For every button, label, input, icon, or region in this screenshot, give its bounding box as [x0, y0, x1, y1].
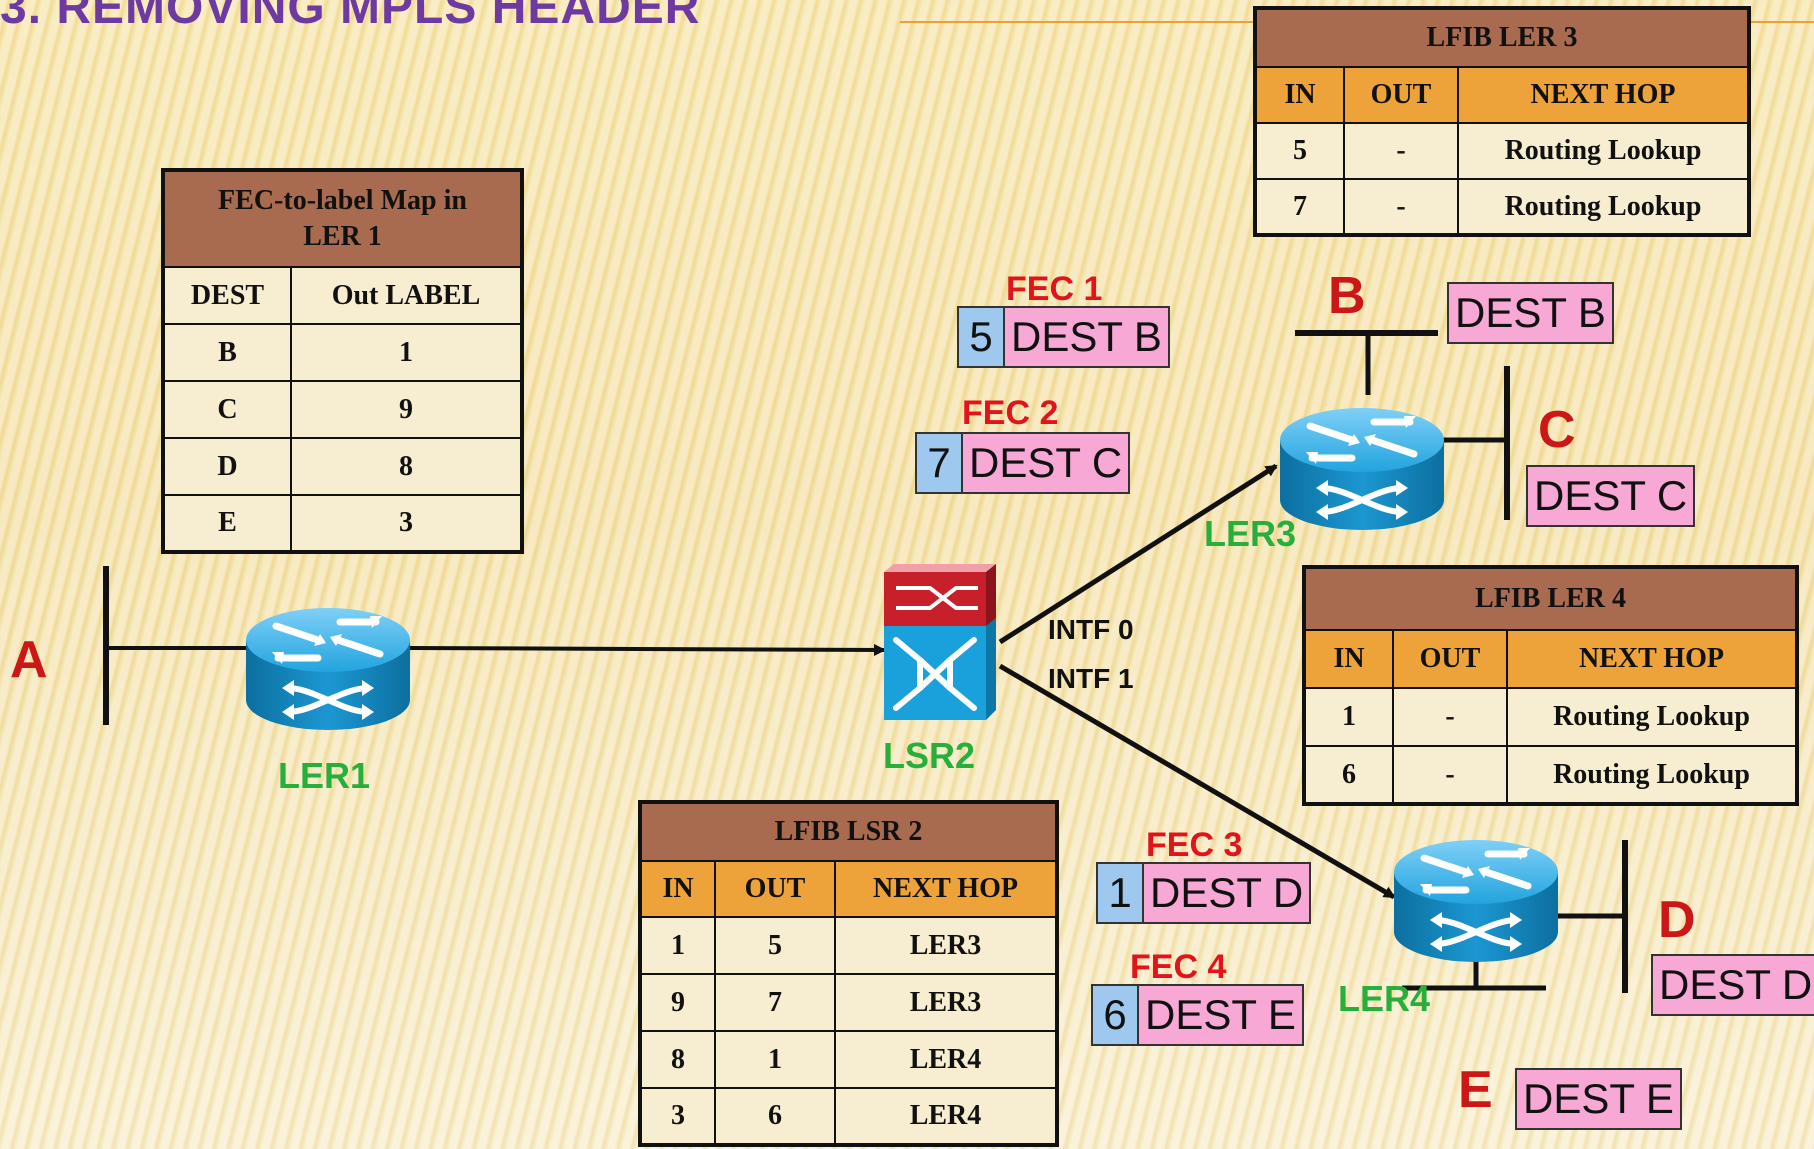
- lfib-cell: 7: [714, 973, 836, 1032]
- lfib-header: OUT: [714, 860, 836, 918]
- lfib-cell: Routing Lookup: [1506, 745, 1798, 805]
- lfib-header: NEXT HOP: [1457, 66, 1750, 124]
- lfib-cell: 3: [639, 1087, 716, 1146]
- node-label-ler1: LER1: [278, 755, 371, 796]
- lfib-cell: Routing Lookup: [1457, 122, 1750, 180]
- packet-label: 1: [1098, 864, 1144, 922]
- fec-label-2: FEC 2: [962, 394, 1059, 432]
- fec-map-header-dest: DEST: [162, 266, 292, 325]
- lfib-cell: 5: [1254, 122, 1345, 180]
- router-icon: [1394, 840, 1558, 962]
- dest-box-e: DEST E: [1515, 1068, 1682, 1130]
- packet-dest: DEST D: [1144, 864, 1310, 922]
- fec-map-cell: 8: [290, 437, 523, 496]
- link-ler1-lsr2: [407, 643, 886, 656]
- packet-dest: DEST E: [1139, 986, 1302, 1044]
- lfib-cell: 8: [639, 1030, 716, 1089]
- lfib-ler4-caption: LFIB LER 4: [1303, 566, 1798, 631]
- lfib-ler3-table: LFIB LER 3 IN OUT NEXT HOP 5-Routing Loo…: [1253, 6, 1751, 237]
- labeled-packet-3: 1 DEST D: [1096, 862, 1312, 924]
- lfib-cell: 1: [1303, 687, 1394, 747]
- router-icon: [246, 608, 410, 730]
- fec-map-cell: E: [162, 494, 292, 553]
- lfib-header: NEXT HOP: [834, 860, 1058, 918]
- endpoint-c: C: [1538, 401, 1576, 459]
- fec-to-label-table: FEC-to-label Map in LER 1 DEST Out LABEL…: [161, 168, 524, 554]
- lfib-cell: 1: [639, 916, 716, 975]
- link-lsr2-ler4: [998, 663, 1396, 900]
- endpoint-e: E: [1458, 1061, 1493, 1119]
- lfib-cell: 1: [714, 1030, 836, 1089]
- node-label-ler3: LER3: [1204, 513, 1297, 554]
- packet-dest: DEST C: [963, 434, 1129, 492]
- fec-map-cell: C: [162, 380, 292, 439]
- lfib-cell: LER3: [834, 973, 1058, 1032]
- lfib-header: OUT: [1343, 66, 1459, 124]
- atm-switch-icon: [884, 564, 996, 720]
- packet-label: 5: [959, 308, 1005, 366]
- lfib-header: IN: [1254, 66, 1345, 124]
- node-label-ler4: LER4: [1338, 978, 1431, 1019]
- router-icon: [1280, 408, 1444, 530]
- lfib-cell: Routing Lookup: [1457, 178, 1750, 236]
- fec-label-4: FEC 4: [1130, 948, 1227, 986]
- endpoint-b: B: [1328, 267, 1366, 325]
- endpoint-a: A: [10, 631, 48, 689]
- packet-dest: DEST B: [1005, 308, 1168, 366]
- lfib-cell: -: [1343, 122, 1459, 180]
- lfib-header: OUT: [1392, 629, 1508, 689]
- lfib-cell: LER3: [834, 916, 1058, 975]
- endpoint-d: D: [1658, 891, 1696, 949]
- labeled-packet-2: 7 DEST C: [915, 432, 1131, 494]
- fec-map-cell: D: [162, 437, 292, 496]
- lfib-ler3-caption: LFIB LER 3: [1254, 7, 1750, 68]
- lfib-cell: Routing Lookup: [1506, 687, 1798, 747]
- fec-map-header-label: Out LABEL: [290, 266, 523, 325]
- fec-map-cell: 3: [290, 494, 523, 553]
- link-lsr2-ler3: [998, 463, 1278, 645]
- packet-label: 7: [917, 434, 963, 492]
- lfib-header: NEXT HOP: [1506, 629, 1798, 689]
- labeled-packet-4: 6 DEST E: [1091, 984, 1304, 1046]
- fec-map-caption-line1: FEC-to-label Map in: [218, 185, 467, 216]
- fec-map-cell: 9: [290, 380, 523, 439]
- dest-box-b: DEST B: [1447, 282, 1614, 344]
- dest-box-d: DEST D: [1651, 954, 1814, 1016]
- labeled-packet-1: 5 DEST B: [957, 306, 1170, 368]
- lfib-cell: 7: [1254, 178, 1345, 236]
- lfib-cell: LER4: [834, 1030, 1058, 1089]
- lfib-cell: 9: [639, 973, 716, 1032]
- lfib-ler4-table: LFIB LER 4 IN OUT NEXT HOP 1-Routing Loo…: [1302, 565, 1799, 806]
- fec-map-cell: 1: [290, 323, 523, 382]
- lfib-cell: -: [1343, 178, 1459, 236]
- lfib-header: IN: [1303, 629, 1394, 689]
- lfib-lsr2-caption: LFIB LSR 2: [639, 801, 1058, 862]
- interface-label-0: INTF 0: [1048, 614, 1134, 645]
- lfib-cell: 5: [714, 916, 836, 975]
- lfib-cell: -: [1392, 687, 1508, 747]
- lfib-cell: 6: [714, 1087, 836, 1146]
- dest-box-c: DEST C: [1526, 465, 1696, 527]
- fec-map-caption-line2: LER 1: [303, 221, 382, 252]
- fec-map-caption: FEC-to-label Map in LER 1: [162, 169, 523, 268]
- lfib-cell: -: [1392, 745, 1508, 805]
- fec-label-1: FEC 1: [1006, 270, 1103, 308]
- lfib-cell: 6: [1303, 745, 1394, 805]
- lfib-cell: LER4: [834, 1087, 1058, 1146]
- fec-label-3: FEC 3: [1146, 826, 1243, 864]
- packet-label: 6: [1093, 986, 1139, 1044]
- fec-map-cell: B: [162, 323, 292, 382]
- node-label-lsr2: LSR2: [883, 735, 976, 776]
- interface-label-1: INTF 1: [1048, 663, 1134, 694]
- slide-title: 3. REMOVING MPLS HEADER: [0, 0, 701, 34]
- lfib-header: IN: [639, 860, 716, 918]
